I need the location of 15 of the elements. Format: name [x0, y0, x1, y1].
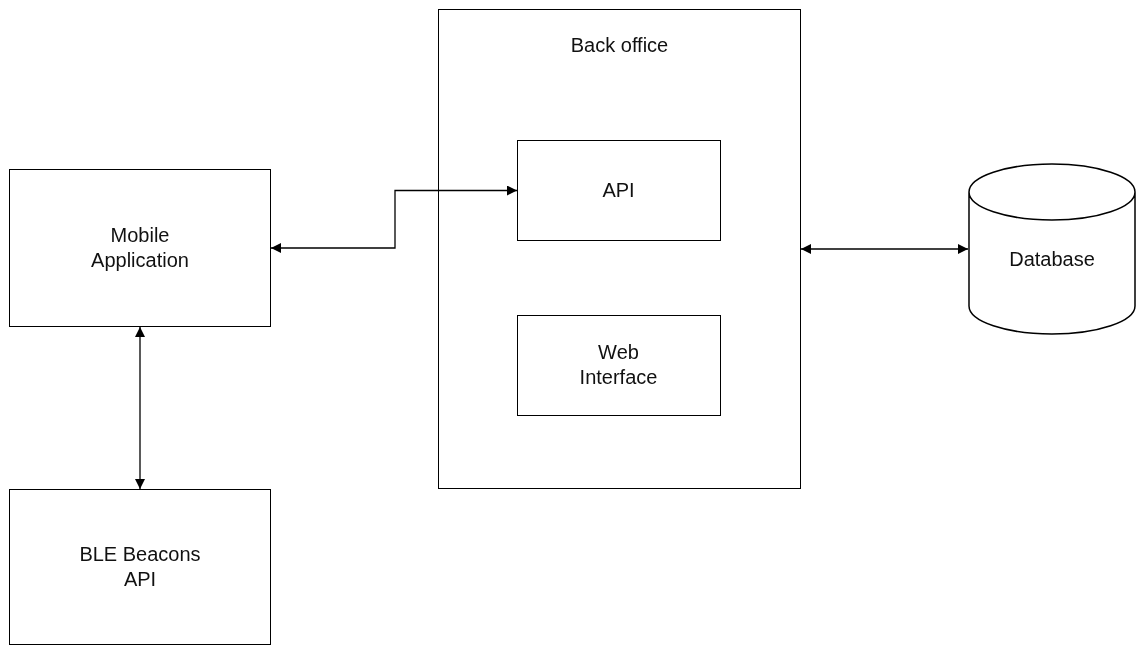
arrow [800, 244, 969, 254]
process-box [9, 489, 271, 645]
box-label: API [602, 177, 635, 203]
process-box [516, 314, 721, 416]
box-label: BLE Beacons API [78, 542, 202, 592]
box-label: Web Interface [578, 340, 659, 390]
box-label: Database [1009, 246, 1095, 272]
container-title: Back office [569, 34, 670, 57]
box-label: Mobile Application [90, 223, 190, 273]
arrow [135, 326, 145, 490]
process-box [9, 169, 271, 327]
database-cylinder [968, 163, 1136, 335]
container-box [438, 9, 801, 489]
process-box [516, 139, 721, 241]
arrow [270, 185, 518, 253]
